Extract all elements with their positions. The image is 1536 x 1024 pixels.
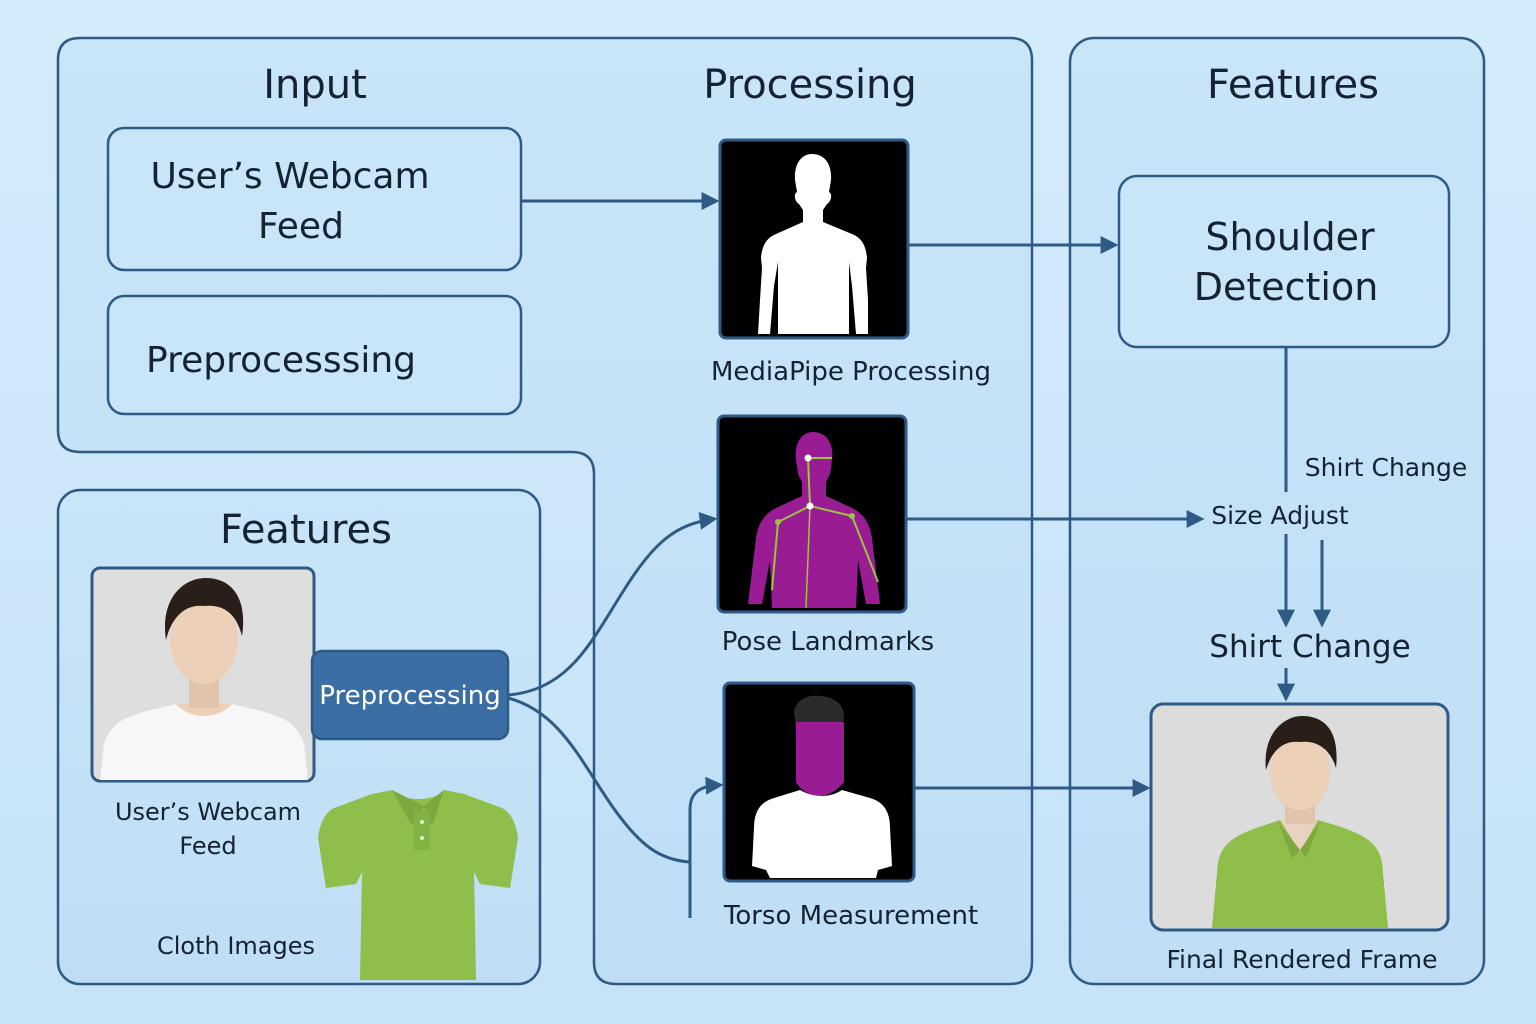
features-left-section-title: Features [220,507,392,553]
preprocessing-box-label: Preprocesssing [146,340,416,381]
shoulder-detection-line1: Shoulder [1205,215,1375,259]
processing-section-title: Processing [703,62,917,108]
shirt-change-label: Shirt Change [1209,629,1410,665]
shoulder-detection-box [1117,174,1451,349]
cloth-images-label: Cloth Images [157,932,315,960]
shirt-change-small-label: Shirt Change [1305,453,1467,482]
preprocessing-button-label: Preprocessing [319,681,500,711]
shoulder-detection-line2: Detection [1194,265,1379,309]
mediapipe-processing-label: MediaPipe Processing [711,357,991,387]
webcam-feed-box [106,126,523,272]
pose-landmarks-label: Pose Landmarks [722,627,934,657]
torso-measurement-label: Torso Measurement [723,901,978,931]
arrow-icon [688,776,724,918]
green-polo-shirt-icon [318,790,518,980]
arrow-icon [507,511,718,697]
final-rendered-frame-label: Final Rendered Frame [1166,945,1437,974]
webcam-feed-box-line2: Feed [258,206,344,247]
user-photo-icon [90,566,316,783]
user-webcam-feed-label-line1: User’s Webcam [115,798,301,826]
user-webcam-feed-label-line2: Feed [179,832,236,860]
preprocessing-box [106,294,523,416]
features-right-section-title: Features [1207,62,1379,108]
webcam-feed-box-line1: User’s Webcam [150,156,429,197]
person-silhouette-icon [718,138,910,340]
arrow-icon [507,696,691,864]
input-section-title: Input [263,62,367,108]
size-adjust-label: Size Adjust [1211,501,1349,530]
torso-mask-icon [722,681,916,883]
final-frame-photo-icon [1149,702,1450,932]
pose-landmarks-icon [716,414,908,614]
